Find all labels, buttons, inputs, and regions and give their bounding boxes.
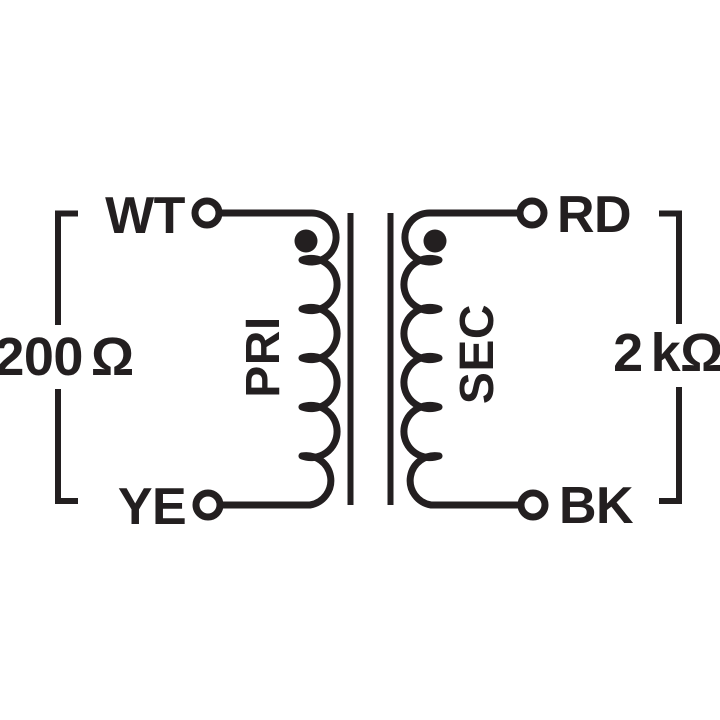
primary-phase-dot <box>294 229 318 253</box>
terminal-ye <box>192 489 224 521</box>
terminal-rd <box>516 197 548 229</box>
primary-impedance-label: 200 Ω <box>0 327 134 387</box>
terminal-wt <box>191 197 223 229</box>
label-rd: RD <box>556 186 632 244</box>
label-pri: PRI <box>237 316 290 398</box>
primary-winding <box>218 209 341 509</box>
secondary-impedance-bracket <box>659 210 682 504</box>
label-ye: YE <box>117 478 187 536</box>
label-sec: SEC <box>451 303 504 405</box>
secondary-impedance-label: 2 kΩ <box>613 323 720 383</box>
secondary-winding <box>400 209 522 509</box>
primary-impedance-bracket <box>55 210 78 504</box>
terminal-bk <box>517 489 549 521</box>
label-wt: WT <box>105 187 185 245</box>
secondary-phase-dot <box>423 229 447 253</box>
label-bk: BK <box>558 477 634 535</box>
